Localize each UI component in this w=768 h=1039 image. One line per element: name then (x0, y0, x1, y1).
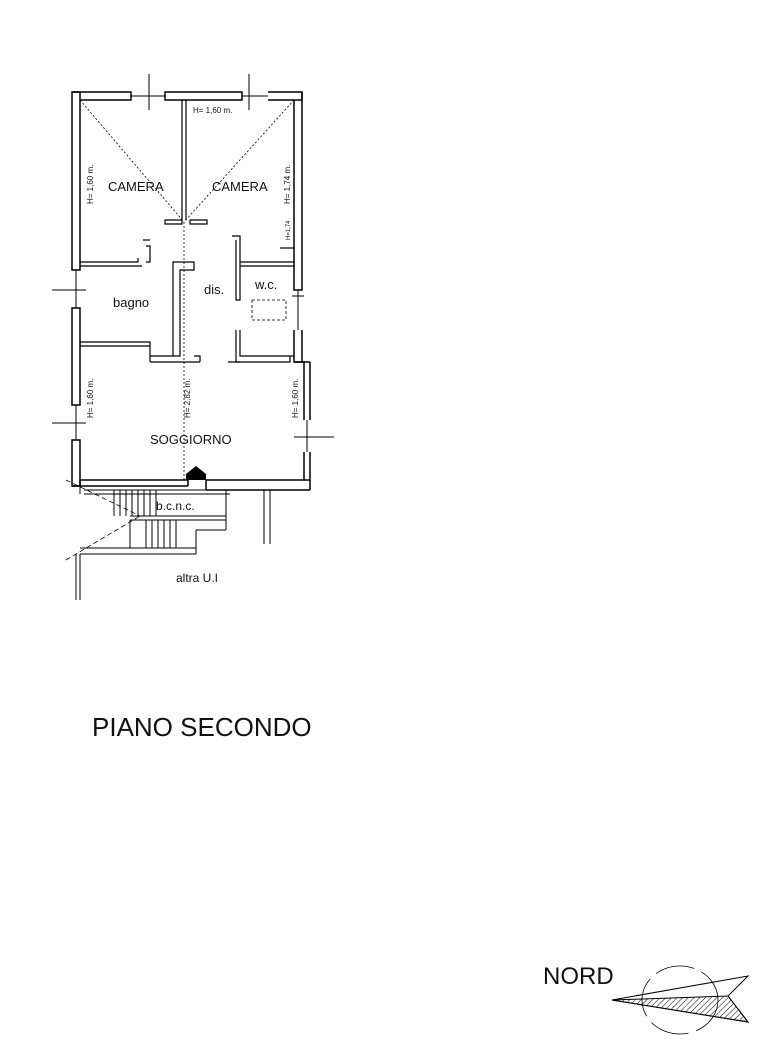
room-label-dis: dis. (204, 282, 224, 297)
height-label-camera-right: H= 1,74 m. (283, 165, 292, 204)
height-label-top: H= 1,60 m. (193, 106, 232, 115)
stairs (75, 486, 271, 600)
room-label-soggiorno: SOGGIORNO (150, 432, 232, 447)
north-arrow-icon (611, 965, 750, 1035)
stair-cut-lines (65, 479, 141, 561)
height-label-soggiorno-center: H= 2,82 m. (183, 379, 192, 418)
room-label-altra-ui: altra U.I (176, 571, 218, 585)
height-label-soggiorno-right: H= 1,60 m. (291, 379, 300, 418)
roof-diagonals (79, 99, 295, 480)
room-label-bagno: bagno (113, 295, 149, 310)
outer-walls (71, 91, 311, 491)
room-label-bcnc: b.c.n.c. (156, 499, 195, 513)
interior-walls (80, 100, 294, 363)
height-label-soggiorno-left: H= 1,60 m. (86, 379, 95, 418)
room-label-wc: w.c. (254, 277, 277, 292)
floor-title: PIANO SECONDO (92, 712, 312, 742)
room-label-camera-right: CAMERA (212, 179, 268, 194)
height-label-camera-left: H= 1,60 m. (86, 165, 95, 204)
north-label: NORD (543, 963, 614, 990)
height-label-camera-right-small: H=1,74 (286, 220, 292, 240)
window-marks (52, 74, 334, 452)
room-label-camera-left: CAMERA (108, 179, 164, 194)
wc-fixture (251, 299, 287, 321)
entrance-arrow-icon (186, 466, 206, 480)
